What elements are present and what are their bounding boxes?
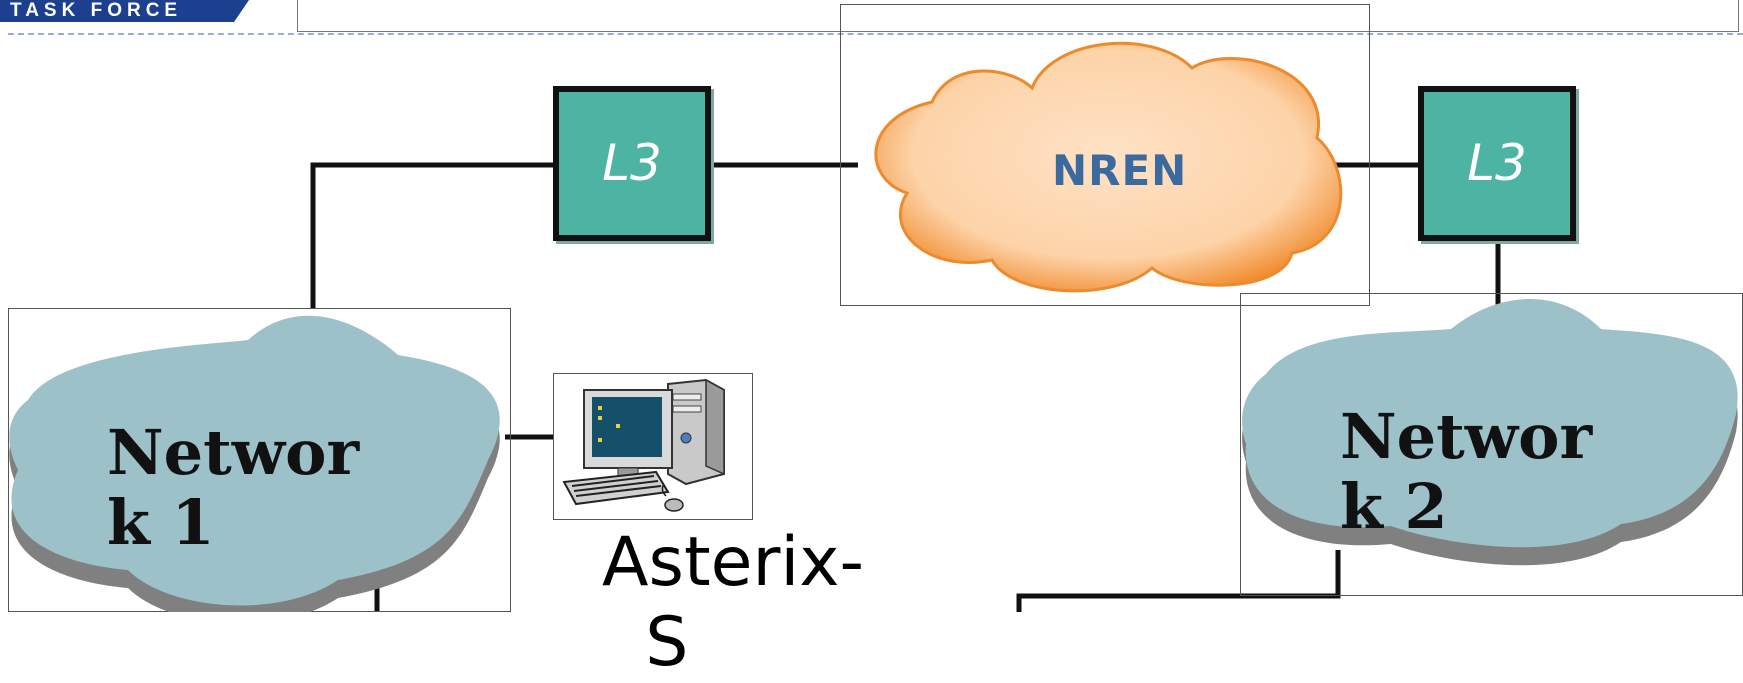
- nren-label: NREN: [1052, 146, 1188, 195]
- header-divider: [8, 33, 1743, 35]
- link-network2-down: [1016, 550, 1341, 612]
- l3-router-right: L3: [1418, 86, 1576, 241]
- taskforce-logo: TASK FORCE: [0, 0, 249, 22]
- asterix-server-label: Asterix- S: [602, 523, 865, 682]
- desktop-computer-icon: [562, 378, 725, 512]
- header-title-box: [297, 0, 1739, 32]
- nren-cloud: [874, 41, 1343, 293]
- l3-router-left: L3: [553, 86, 711, 241]
- network1-label: Networ k 1: [107, 416, 360, 559]
- network2-cloud: [1242, 299, 1738, 566]
- link-network1-l3: [310, 162, 556, 309]
- nren-frame: [840, 4, 1370, 306]
- network2-label: Networ k 2: [1340, 400, 1593, 543]
- network1-cloud: [9, 315, 500, 612]
